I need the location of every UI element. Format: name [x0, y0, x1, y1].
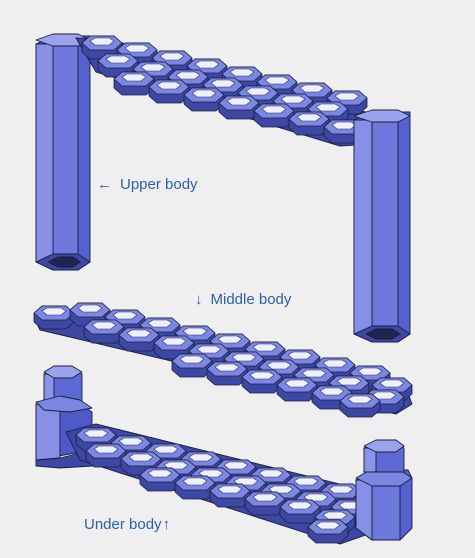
under-body-right-block: [355, 439, 413, 541]
upper-body-label-text: Upper body: [120, 176, 198, 193]
middle-body: [33, 302, 413, 418]
upper-body-label: ← Upper body: [97, 177, 198, 192]
upper-body-right-post: [353, 109, 411, 343]
upper-body-left-post: [35, 33, 91, 271]
down-arrow-icon: ↓: [195, 291, 203, 308]
left-arrow-icon: ←: [97, 176, 112, 193]
up-arrow-icon: ↑: [162, 516, 171, 533]
middle-body-label: ↓ Middle body: [195, 292, 291, 307]
under-body-label: Under body↑: [84, 517, 170, 532]
upper-body-lattice: [75, 35, 381, 147]
middle-body-label-text: Middle body: [210, 291, 292, 308]
upper-body: [35, 33, 411, 343]
under-body: [35, 365, 413, 545]
under-body-label-text: Under body: [84, 516, 162, 533]
